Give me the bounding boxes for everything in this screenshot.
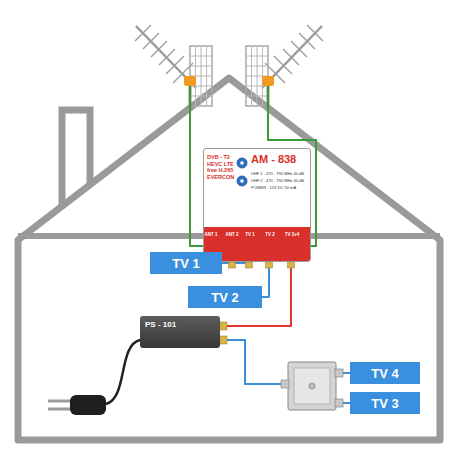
f-connector [220,336,227,344]
antenna-element [274,56,292,74]
tv-box: TV 4 [350,362,420,384]
spec-text: UHF 2 - 470 - 790 MHz 40 dB [251,179,304,184]
f-connector [246,262,253,268]
splitter-cover [294,368,330,404]
text-slot: DVB - T2 HEVC LTE free H.265 EVERCON [207,154,235,180]
antenna-boom [262,26,322,88]
gain-knob [237,158,247,168]
power-plug [70,395,106,415]
f-connector [281,380,289,388]
feature-text: DVB - T2 HEVC LTE free H.265 EVERCON [207,154,235,180]
antenna-boom [136,26,196,88]
spec-text: UHF 1 - 470 - 790 MHz 40 dB [251,172,304,177]
knob-center [240,179,244,183]
f-connector [220,322,227,330]
port-label: ANT 2 [225,232,238,237]
knob-center [240,161,244,165]
device-name: PS - 101 [145,320,176,329]
antenna-element [307,25,323,41]
antenna-element [291,41,307,57]
house-outline [18,78,440,440]
antenna-element [159,49,175,65]
tv-label: TV 3 [371,396,398,411]
antenna-element [135,25,151,41]
f-connector [266,262,273,268]
plug-pin [48,400,72,403]
antenna-element [143,33,159,49]
antenna-element [166,56,184,74]
power-supply-box: PS - 101 [140,316,220,348]
plug-pin [48,408,72,411]
tv-box: TV 2 [188,286,262,308]
splitter-screw [309,383,315,389]
text-slot: POWER : 12V DC 50 mA [251,186,296,191]
antenna-element [151,41,167,57]
port-label: TV 1 [245,232,255,237]
port-label: TV 3+4 [285,232,300,237]
tv-label: TV 1 [172,256,199,271]
f-connector [335,399,343,407]
power-cord [106,340,140,404]
amplifier-box: DVB - T2 HEVC LTE free H.265 EVERCON AM -… [203,148,311,262]
f-connector [288,262,295,268]
gain-knob [237,176,247,186]
antenna-element [299,33,315,49]
text-slot: AM - 838 [251,153,296,166]
tv-box: TV 1 [150,252,222,274]
spec-text: POWER : 12V DC 50 mA [251,186,296,191]
tv-label: TV 4 [371,366,398,381]
f-connector [335,369,343,377]
tv-box: TV 3 [350,392,420,414]
port-label: TV 2 [265,232,275,237]
f-connector [229,262,236,268]
model-name: AM - 838 [251,153,296,166]
splitter-body [288,362,336,410]
port-label: ANT 1 [204,232,217,237]
antenna-clamp [262,76,274,86]
text-slot: UHF 1 - 470 - 790 MHz 40 dB [251,172,304,177]
antenna-element [283,49,299,65]
antenna-clamp [184,76,196,86]
tv-label: TV 2 [211,290,238,305]
text-slot: UHF 2 - 470 - 790 MHz 40 dB [251,179,304,184]
